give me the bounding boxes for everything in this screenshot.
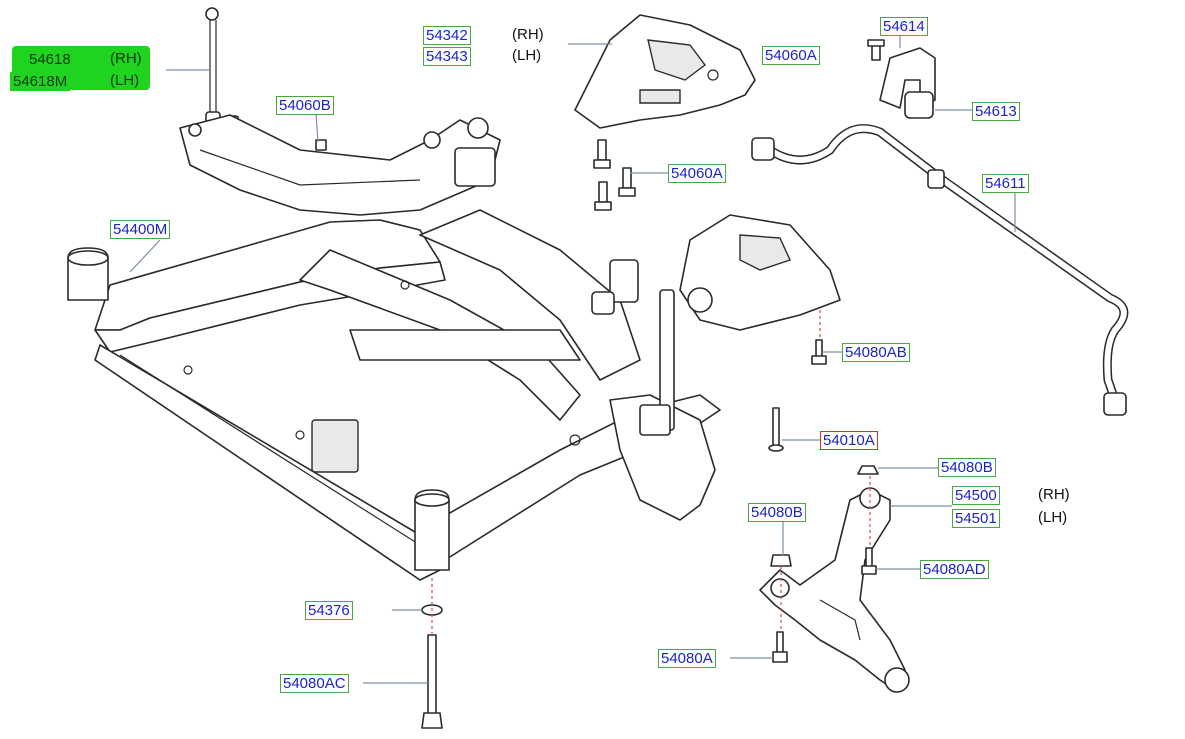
side-rh-54500: (RH) (1038, 486, 1070, 503)
side-lh-54618M: (LH) (108, 72, 142, 89)
alignment-lines (431, 310, 871, 636)
callout-54611[interactable]: 54611 (982, 174, 1029, 193)
side-lh-54501: (LH) (1038, 509, 1068, 526)
leader-lines (129, 32, 1016, 684)
stabilizer-bar-drawing (751, 124, 1129, 416)
callout-54400M[interactable]: 54400M (110, 220, 171, 239)
stabilizer-link-rh-drawing (205, 7, 239, 127)
mount-bolt-drawing (421, 604, 443, 729)
side-rh-54342: (RH) (512, 26, 544, 43)
bolts-54060A-drawing (593, 139, 636, 211)
stabilizer-link-mounted-drawing (639, 287, 713, 436)
callout-54080A[interactable]: 54080A (658, 649, 716, 668)
callout-54080AB[interactable]: 54080AB (842, 343, 910, 362)
callout-54010A[interactable]: 54010A (820, 431, 878, 450)
side-lh-54343: (LH) (512, 47, 542, 64)
lower-control-arm-drawing (759, 487, 910, 693)
callout-54500[interactable]: 54500 (952, 486, 1000, 505)
callout-54080AD[interactable]: 54080AD (920, 560, 989, 579)
callout-54376[interactable]: 54376 (305, 601, 353, 620)
suspension-member-drawing (67, 114, 841, 581)
callout-54501[interactable]: 54501 (952, 509, 1000, 528)
callout-54080B-right[interactable]: 54080B (938, 458, 996, 477)
callout-54614[interactable]: 54614 (880, 17, 928, 36)
callout-54080B-left[interactable]: 54080B (748, 503, 806, 522)
callout-54618[interactable]: 54618 (26, 50, 74, 69)
callout-54342[interactable]: 54342 (423, 26, 471, 45)
bolts-arm-drawing (315, 139, 879, 663)
callout-54613[interactable]: 54613 (972, 102, 1020, 121)
callout-54343[interactable]: 54343 (423, 47, 471, 66)
callout-54080AC[interactable]: 54080AC (280, 674, 349, 693)
clamp-bushing-drawing (867, 39, 936, 119)
callout-54060A-top[interactable]: 54060A (762, 46, 820, 65)
callout-54060B-top[interactable]: 54060B (276, 96, 334, 115)
callout-54618M[interactable]: 54618M (10, 72, 71, 91)
bracket-54342-drawing (574, 14, 756, 129)
side-rh-54618: (RH) (108, 50, 144, 67)
callout-54060A-mid[interactable]: 54060A (668, 164, 726, 183)
